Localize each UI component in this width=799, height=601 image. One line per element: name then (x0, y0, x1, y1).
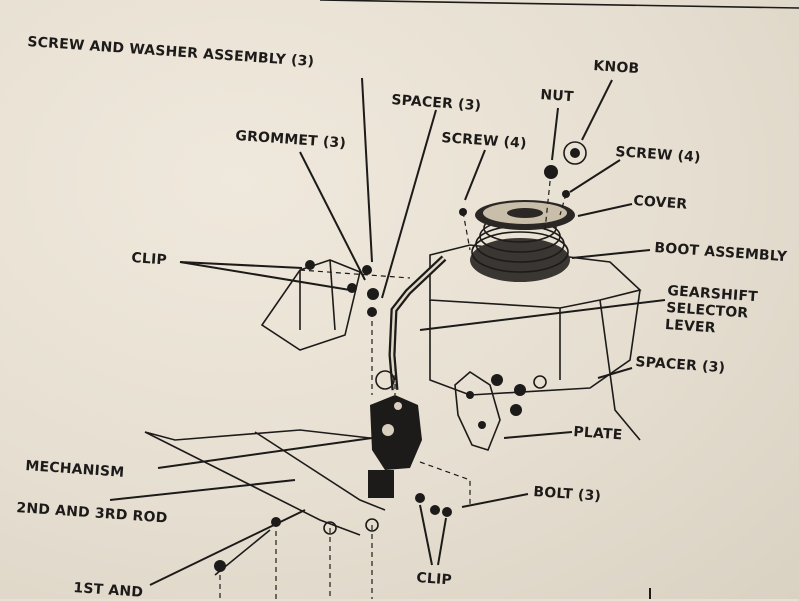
knob-part (563, 141, 587, 165)
leader-lines (109, 77, 666, 599)
mechanism-part (368, 370, 422, 498)
plate-part (454, 371, 501, 451)
spacer-parts (491, 374, 547, 416)
gearshift-lever-part (388, 255, 447, 391)
page-edge (319, 0, 799, 9)
alignment-lines (219, 171, 567, 599)
cover-part (475, 200, 575, 230)
bolt-parts (214, 493, 452, 572)
label-nut: NUT (539, 87, 575, 106)
label-gearshift-selector-lever: GEARSHIFT SELECTOR LEVER (664, 283, 759, 337)
label-plate: PLATE (572, 424, 623, 444)
label-clip-bottom: CLIP (415, 570, 453, 589)
label-clip-top: CLIP (130, 250, 168, 269)
shift-rods (144, 429, 386, 576)
label-knob: KNOB (592, 58, 640, 78)
